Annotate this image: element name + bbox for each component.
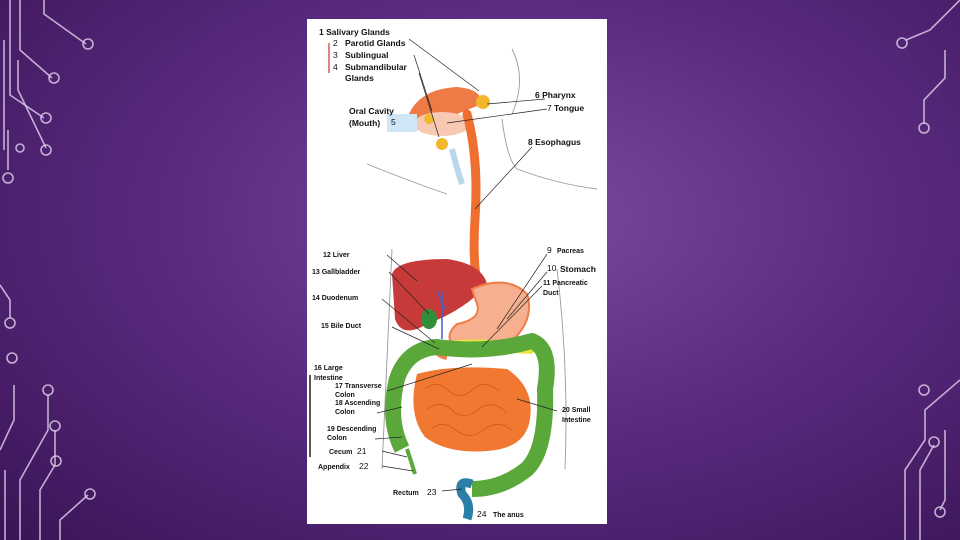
label-small-intestine-2: Intestine: [562, 417, 591, 424]
small-intestine-shape: [413, 367, 530, 451]
label-pancreatic-duct-2: Duct: [543, 290, 559, 297]
circuit-trace: [60, 495, 88, 540]
rectum-shape: [461, 483, 472, 519]
label-salivary-glands: 1 Salivary Glands: [319, 27, 390, 37]
label-ascending-colon: 18 Ascending: [335, 400, 380, 407]
label-pharynx: 6 Pharynx: [535, 90, 576, 100]
circuit-node: [7, 353, 17, 363]
circuit-trace: [44, 0, 86, 44]
label-stomach: Stomach: [560, 264, 596, 274]
label-submandibular: Submandibular: [345, 62, 408, 72]
circuit-node: [5, 318, 15, 328]
label-pancreas: Pacreas: [557, 248, 584, 255]
label-cecum: Cecum: [329, 449, 352, 456]
circuit-trace: [940, 430, 945, 510]
label-appendix-number: 22: [359, 461, 369, 471]
circuit-trace: [920, 445, 934, 540]
circuit-trace: [906, 0, 960, 40]
shoulder-right: [502, 119, 597, 189]
label-pancreatic-duct: 11 Pancreatic: [543, 280, 588, 287]
head-back: [512, 49, 520, 114]
circuit-trace: [924, 50, 945, 124]
label-anus: The anus: [493, 512, 524, 519]
label-duodenum: 14 Duodenum: [312, 295, 358, 302]
diagram-canvas: 1 Salivary Glands 2 Parotid Glands 3 Sub…: [307, 19, 607, 524]
circuit-node: [85, 489, 95, 499]
label-gallbladder: 13 Gallbladder: [312, 269, 361, 276]
circuit-node: [3, 173, 13, 183]
label-esophagus: 8 Esophagus: [528, 137, 581, 147]
circuit-node: [41, 113, 51, 123]
circuit-trace: [10, 0, 44, 118]
circuit-node: [16, 144, 24, 152]
circuit-trace: [40, 430, 55, 540]
circuit-trace: [20, 395, 48, 540]
parotid-gland-shape: [476, 95, 490, 109]
circuit-node: [43, 385, 53, 395]
label-large-intestine-2: Intestine: [314, 375, 343, 382]
label-cecum-number: 21: [357, 446, 367, 456]
label-parotid-number: 2: [333, 38, 338, 48]
label-descending-colon-2: Colon: [327, 435, 347, 442]
label-oral-cavity-mouth: (Mouth): [349, 118, 380, 128]
label-pancreas-number: 9: [547, 245, 552, 255]
label-small-intestine: 20 Small: [562, 407, 590, 414]
label-rectum-number: 23: [427, 487, 437, 497]
circuit-trace: [0, 385, 14, 450]
circuit-node: [919, 385, 929, 395]
label-parotid-glands: Parotid Glands: [345, 38, 406, 48]
circuit-node: [49, 73, 59, 83]
label-liver: 12 Liver: [323, 252, 350, 259]
label-bile-duct: 15 Bile Duct: [321, 323, 362, 330]
circuit-node: [51, 456, 61, 466]
gallbladder-shape: [421, 309, 437, 329]
label-oral-cavity: Oral Cavity: [349, 106, 394, 116]
label-tongue-number: 7: [547, 103, 552, 113]
tongue-shape: [414, 112, 470, 136]
torso-right: [557, 269, 566, 469]
digestive-system-diagram: 1 Salivary Glands 2 Parotid Glands 3 Sub…: [307, 19, 607, 524]
label-stomach-number: 10: [547, 263, 557, 273]
trachea-shape: [452, 149, 462, 184]
label-submandibular-glands: Glands: [345, 73, 374, 83]
label-oral-number: 5: [391, 117, 396, 127]
label-sublingual-number: 3: [333, 50, 338, 60]
circuit-node: [50, 421, 60, 431]
label-ascending-colon-2: Colon: [335, 409, 355, 416]
circuit-trace: [905, 380, 960, 540]
submandibular-gland-shape: [436, 138, 448, 150]
circuit-node: [919, 123, 929, 133]
label-transverse-colon-2: Colon: [335, 392, 355, 399]
label-submandibular-number: 4: [333, 62, 338, 72]
label-sublingual: Sublingual: [345, 50, 388, 60]
label-anus-number: 24: [477, 509, 487, 519]
label-rectum: Rectum: [393, 490, 419, 497]
circuit-trace: [0, 285, 10, 318]
label-descending-colon: 19 Descending: [327, 426, 376, 433]
label-tongue: Tongue: [554, 103, 584, 113]
circuit-trace: [20, 0, 52, 78]
label-large-intestine: 16 Large: [314, 365, 343, 372]
circuit-node: [897, 38, 907, 48]
label-transverse-colon: 17 Transverse: [335, 383, 382, 390]
label-appendix: Appendix: [318, 464, 350, 471]
shoulder-left: [367, 164, 447, 194]
circuit-node: [83, 39, 93, 49]
